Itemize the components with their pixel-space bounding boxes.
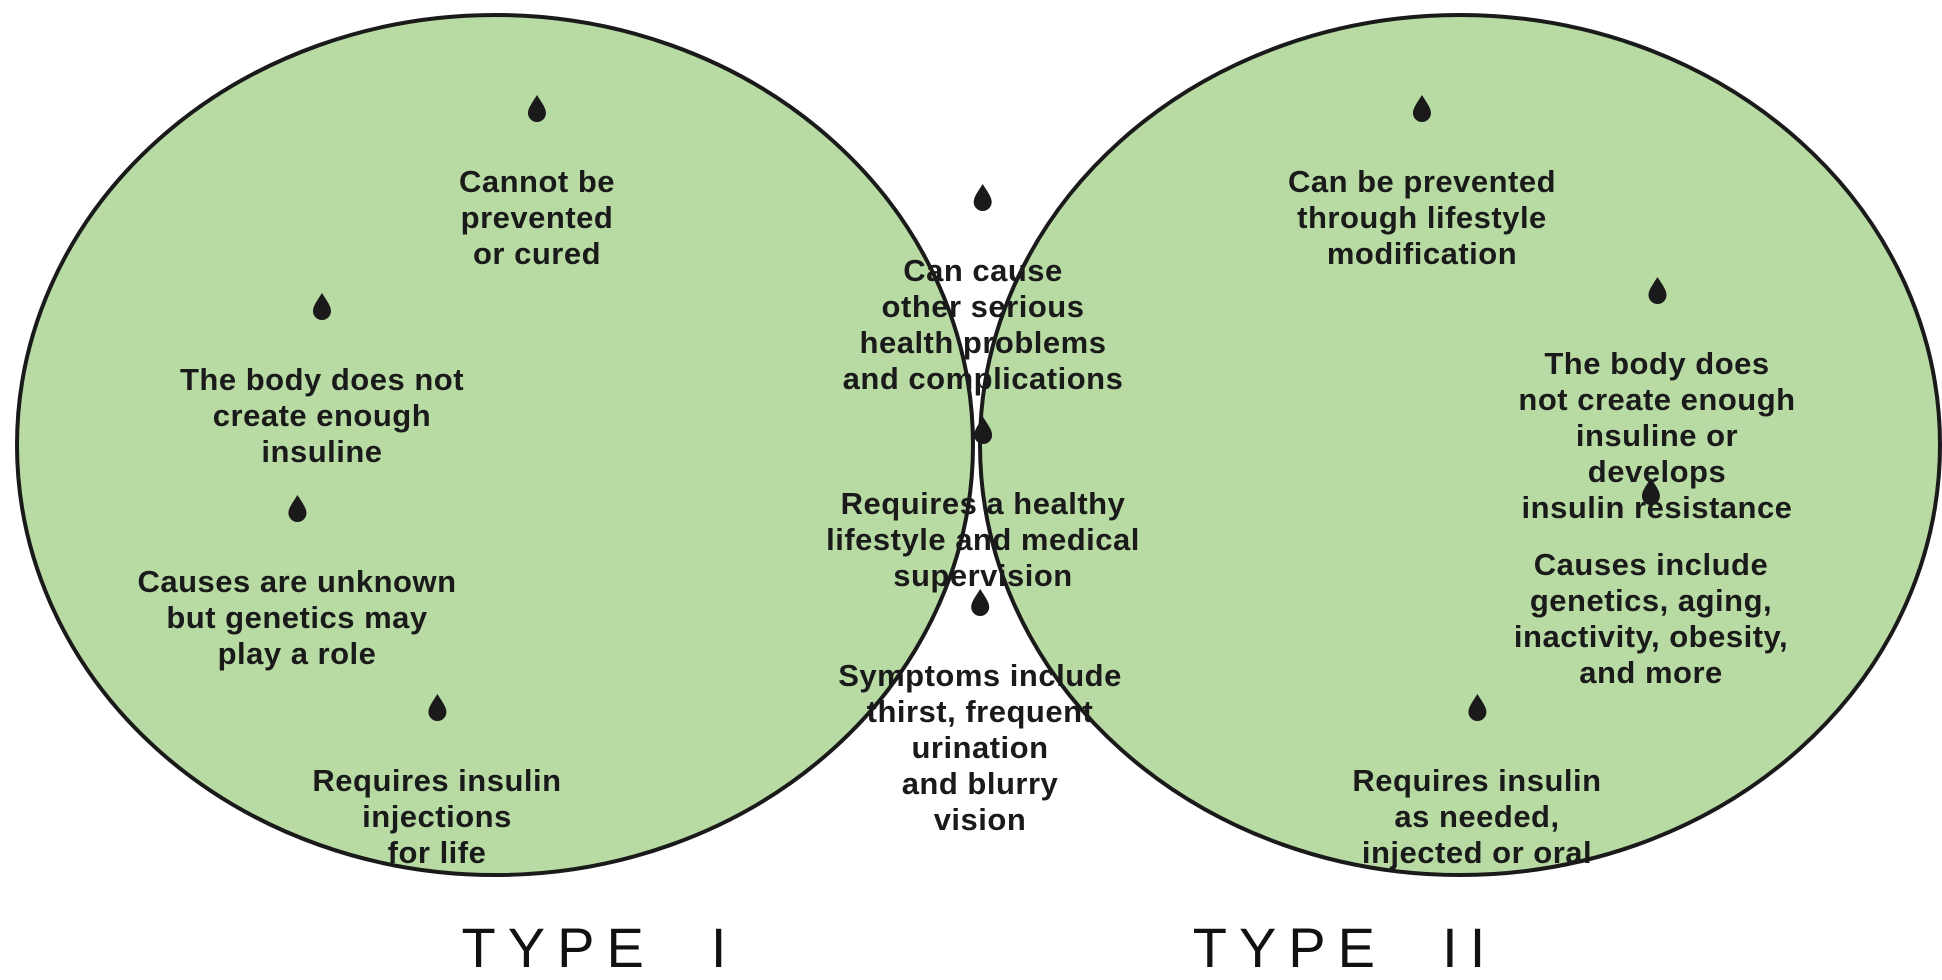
type1-label: TYPE I xyxy=(461,916,739,979)
shared-item: Requires a healthy lifestyle and medical… xyxy=(826,380,1140,594)
type2-item-text: Requires insulin as needed, injected or … xyxy=(1352,763,1602,870)
droplet-icon xyxy=(973,417,992,444)
type1-item: Cannot be prevented or cured xyxy=(459,58,615,272)
droplet-icon xyxy=(1413,95,1431,122)
shared-item-text: Requires a healthy lifestyle and medical… xyxy=(826,486,1140,593)
droplet-icon xyxy=(1642,478,1660,505)
droplet-icon xyxy=(1467,694,1486,721)
droplet-icon xyxy=(1648,277,1666,304)
type2-item: Can be prevented through lifestyle modif… xyxy=(1288,58,1556,272)
type2-item: The body does not create enough insuline… xyxy=(1515,240,1800,526)
shared-item: Can cause other serious health problems … xyxy=(843,147,1124,397)
type1-item: Requires insulin injections for life xyxy=(312,657,561,871)
type2-item: Requires insulin as needed, injected or … xyxy=(1352,657,1601,871)
type1-item-text: Requires insulin injections for life xyxy=(312,763,562,870)
type1-item-text: The body does not create enough insuline xyxy=(179,362,465,469)
type2-circle xyxy=(980,15,1940,875)
shared-item: Symptoms include thirst, frequent urinat… xyxy=(838,552,1122,838)
droplet-icon xyxy=(288,495,306,522)
type2-item-text: The body does not create enough insuline… xyxy=(1518,346,1796,525)
type2-item-text: Causes include genetics, aging, inactivi… xyxy=(1513,547,1789,690)
droplet-icon xyxy=(528,95,546,122)
type2-item: Causes include genetics, aging, inactivi… xyxy=(1514,441,1788,691)
type1-item: The body does not create enough insuline xyxy=(180,256,464,470)
shared-item-text: Symptoms include thirst, frequent urinat… xyxy=(838,658,1122,837)
droplet-icon xyxy=(973,184,992,211)
type2-item-text: Can be prevented through lifestyle modif… xyxy=(1287,164,1557,271)
type1-item-text: Causes are unknown but genetics may play… xyxy=(137,564,457,671)
shared-item-text: Can cause other serious health problems … xyxy=(842,253,1124,396)
type1-item-text: Cannot be prevented or cured xyxy=(458,164,616,271)
type2-label: TYPE II xyxy=(1192,916,1498,979)
droplet-icon xyxy=(427,694,446,721)
type1-item: Causes are unknown but genetics may play… xyxy=(137,458,456,672)
droplet-icon xyxy=(313,293,331,320)
type1-circle xyxy=(17,15,973,875)
droplet-icon xyxy=(970,589,989,616)
